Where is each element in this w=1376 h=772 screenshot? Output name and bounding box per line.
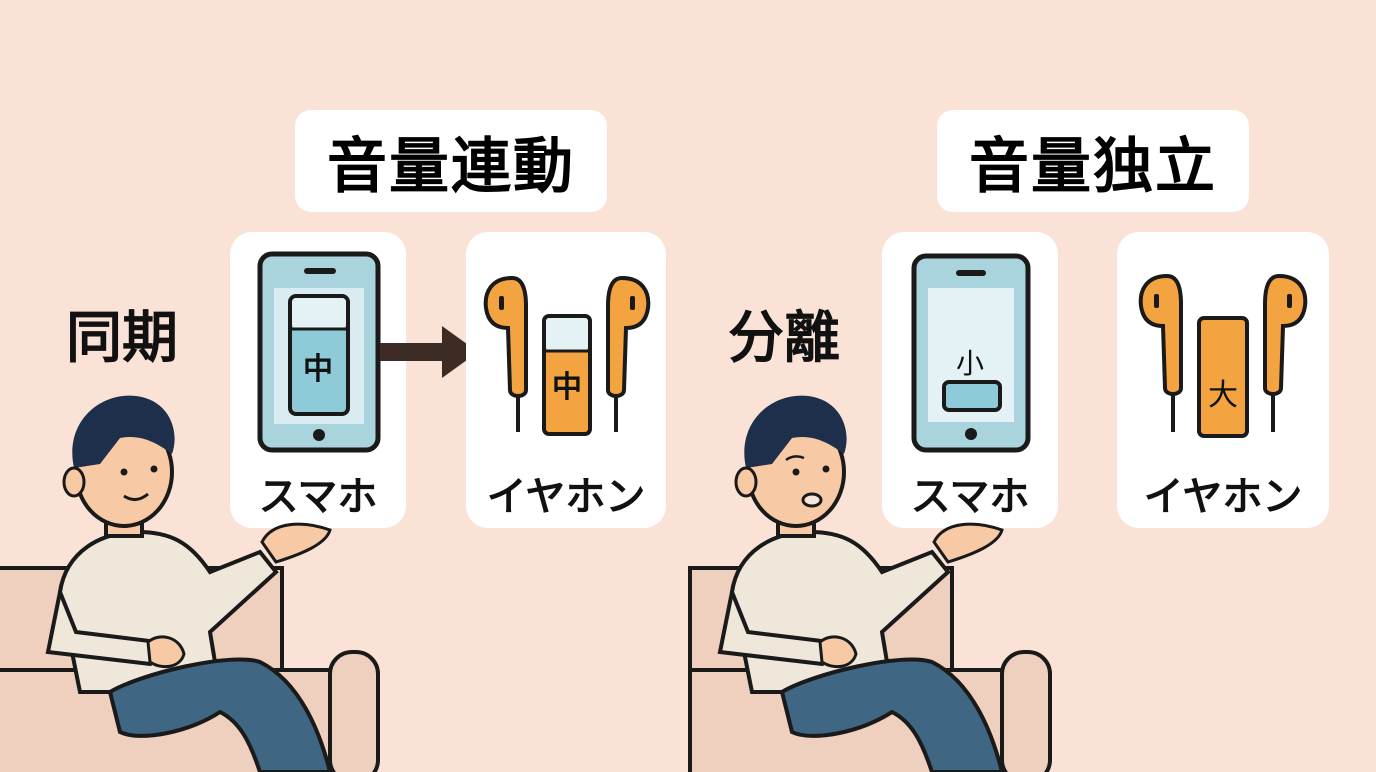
phone-label: スマホ [910, 474, 1030, 520]
phone-volume-level: 小 [956, 347, 985, 380]
phone-volume-level: 中 [303, 352, 333, 387]
earphone-volume-level: 中 [552, 370, 582, 405]
smartphone-icon [911, 253, 1031, 453]
side-label-sync: 同期 [66, 306, 178, 371]
earphone-label: イヤホン [1143, 474, 1303, 520]
side-label-separate: 分離 [728, 306, 840, 371]
earphone-volume-level: 大 [1208, 378, 1238, 413]
smartphone-icon [257, 251, 381, 453]
person-smiling [45, 395, 333, 772]
title-text: 音量独立 [969, 131, 1217, 202]
earphones-icon [483, 275, 651, 436]
title-text: 音量連動 [327, 131, 575, 202]
title-volume-linked: 音量連動 [295, 110, 607, 212]
phone-label: スマホ [258, 474, 378, 520]
title-volume-independent: 音量独立 [937, 110, 1249, 212]
phone-card: 中 スマホ [230, 232, 406, 528]
earphones-icon [1138, 273, 1308, 438]
phone-card: 小 スマホ [882, 232, 1058, 528]
earphone-label: イヤホン [486, 474, 646, 520]
earphone-card: 大 イヤホン [1117, 232, 1329, 528]
arrow-right-icon [380, 326, 478, 378]
earphone-card: 中 イヤホン [466, 232, 666, 528]
person-puzzled [717, 395, 1005, 772]
